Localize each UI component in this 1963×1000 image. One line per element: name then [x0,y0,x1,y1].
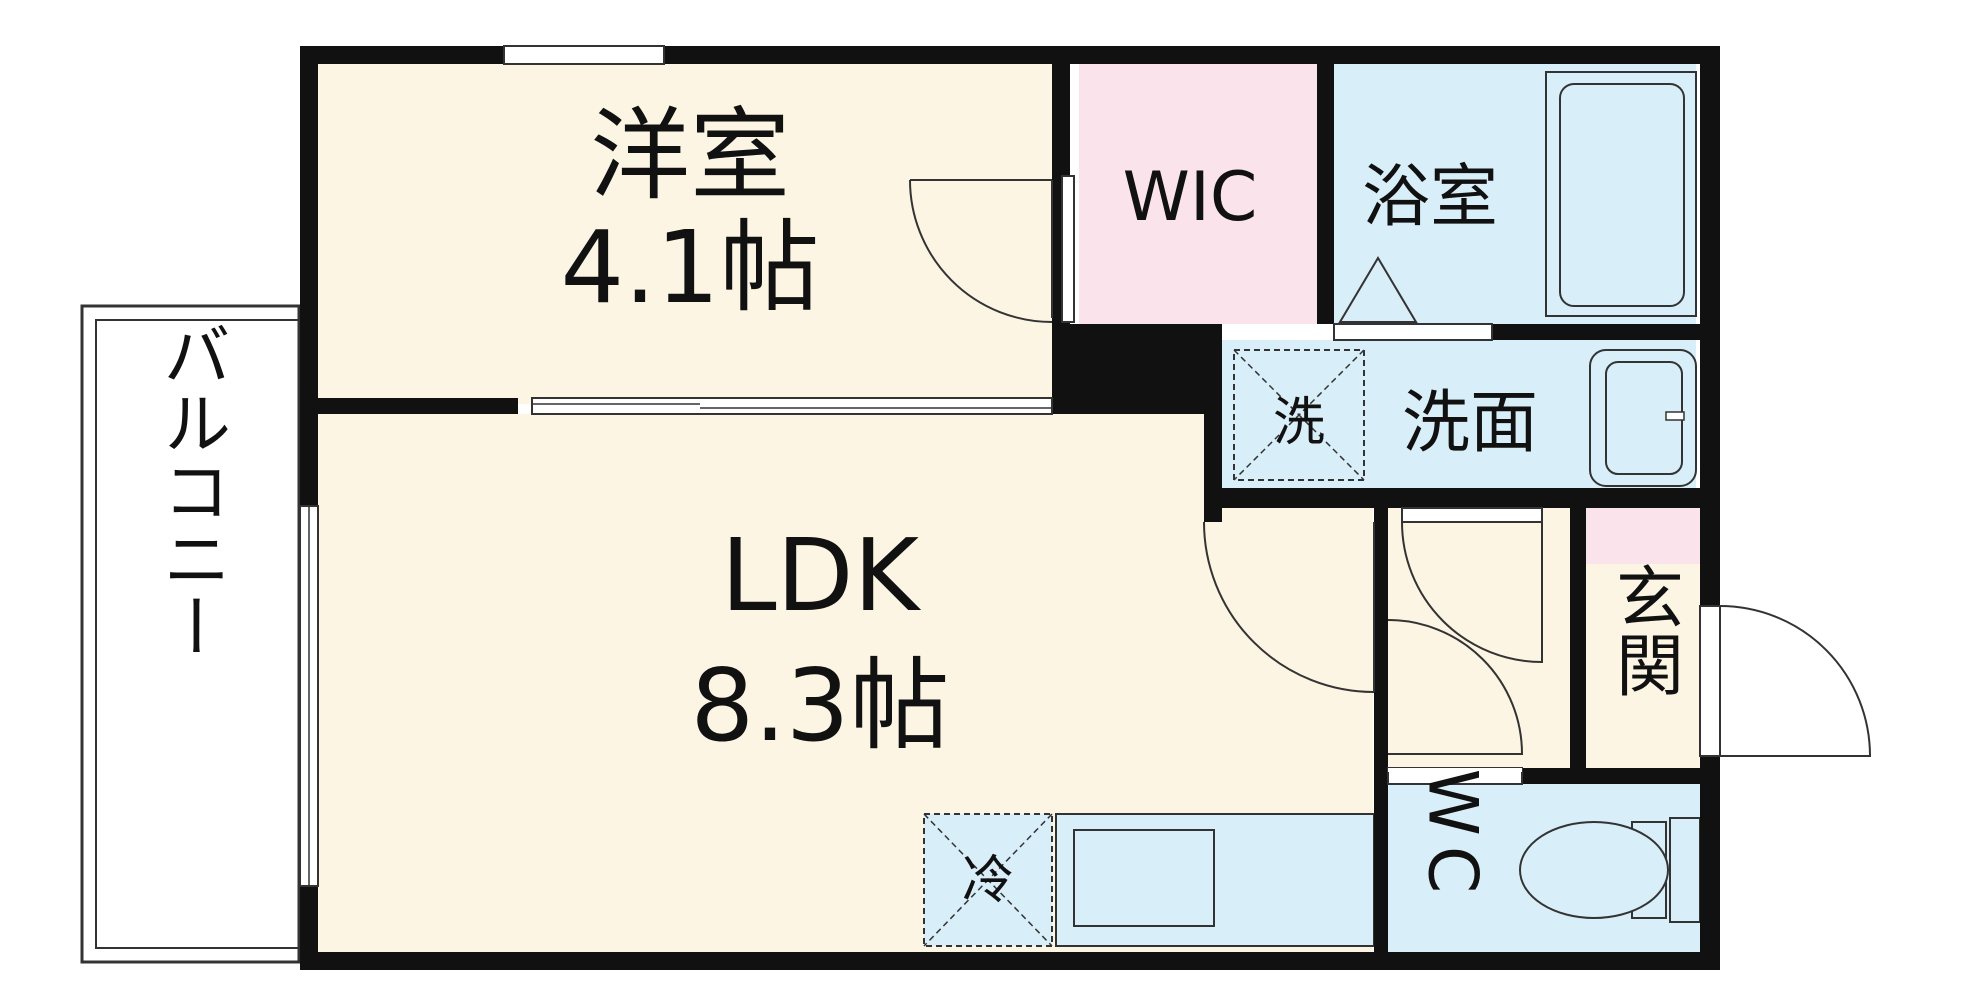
western-room-door[interactable] [909,179,1053,323]
vanity-basin [1589,349,1697,487]
western-room-size: 4.1帖 [560,209,819,326]
ldk-door[interactable] [1203,521,1375,693]
bath-label: 浴室 [1362,158,1498,237]
washroom-door[interactable] [1401,507,1543,664]
wic-label: WIC [1123,158,1258,237]
entrance-label: 玄関 [1604,562,1683,698]
toilet-fixture [1519,817,1701,923]
hall-floor [1376,508,1586,768]
washer-label: 洗 [1273,393,1325,453]
fridge-label: 冷 [962,851,1014,911]
wic-floor [1079,64,1317,324]
bathtub [1545,71,1697,317]
sink-basin [1073,829,1215,927]
washroom-label: 洗面 [1402,384,1538,463]
bath-door[interactable] [1333,323,1493,341]
western-room-name: 洋室 [590,97,790,214]
fridge-space [923,813,1053,947]
wic-door-jamb [1061,175,1075,323]
bath-door-triangle [1338,256,1418,323]
windows [299,45,665,887]
entrance-mat [1586,508,1700,564]
washer-pan [1233,349,1365,481]
toilet-vent [1388,768,1522,772]
western-room-floor [318,64,1052,404]
toilet-label: WC [1413,769,1492,904]
ldk-name: LDK [721,517,922,634]
balcony-label: バルコニー [151,320,230,660]
balcony [80,304,301,964]
front-door[interactable] [1699,605,1872,757]
ldk-size: 8.3帖 [690,647,949,764]
sliding-door[interactable] [531,397,1053,415]
